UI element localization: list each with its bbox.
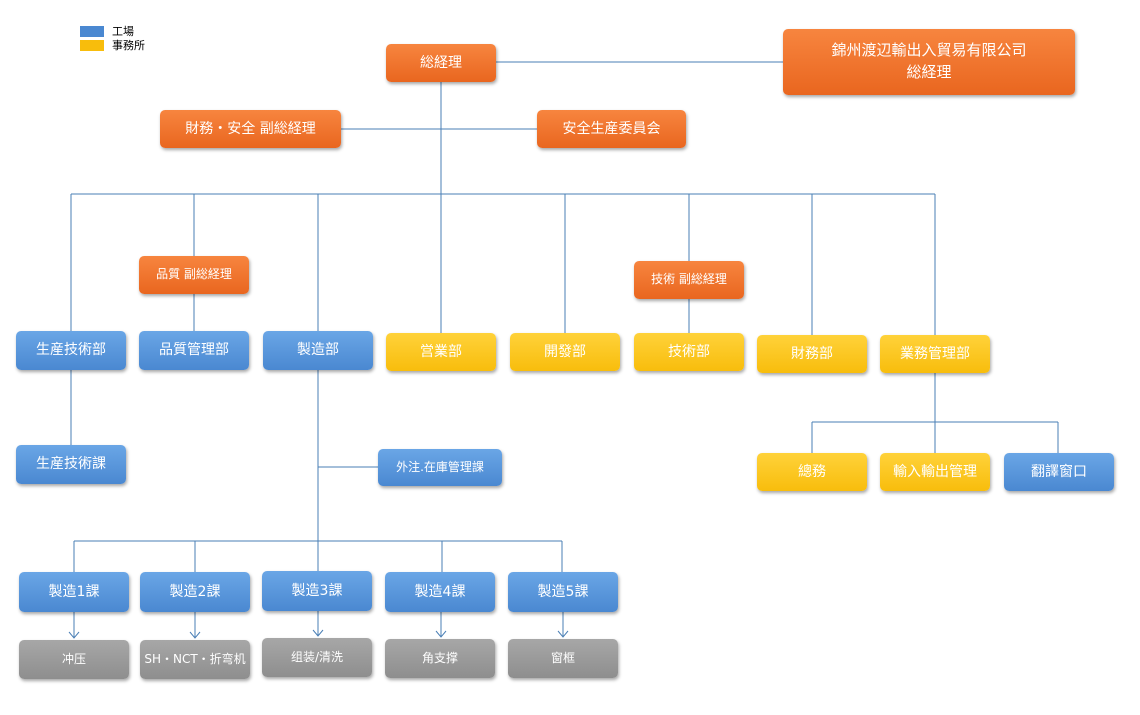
legend: 工場 事務所 <box>80 24 145 52</box>
node-manufacturing-section-2: 製造2課 <box>140 572 250 612</box>
node-manufacturing-section-5: 製造5課 <box>508 572 618 612</box>
legend-office-label: 事務所 <box>112 39 145 52</box>
legend-office-swatch <box>80 39 104 51</box>
node-general-affairs: 總務 <box>757 453 867 491</box>
node-trade-company-title: 総経理 <box>906 63 952 81</box>
legend-office: 事務所 <box>80 38 145 52</box>
node-process-stamping: 冲压 <box>19 640 129 679</box>
node-production-tech-dept: 生産技術部 <box>16 331 126 370</box>
node-outsourcing-inventory-section: 外注.在庫管理課 <box>378 449 502 486</box>
node-general-manager: 総経理 <box>386 44 496 82</box>
node-trade-company-name: 錦州渡辺輸出入貿易有限公司 <box>831 41 1027 60</box>
node-production-tech-section: 生産技術課 <box>16 445 126 484</box>
node-quality-mgmt-dept: 品質管理部 <box>139 331 249 370</box>
node-translation-desk: 翻譯窗口 <box>1004 453 1114 491</box>
node-finance-safety-vgm: 財務・安全 副総経理 <box>160 110 341 148</box>
node-process-corner-support: 角支撑 <box>385 639 495 678</box>
legend-factory-label: 工場 <box>112 25 134 38</box>
node-trade-company-gm: 錦州渡辺輸出入貿易有限公司 総経理 <box>783 29 1075 95</box>
node-quality-vgm: 品質 副総経理 <box>139 256 249 294</box>
node-manufacturing-dept: 製造部 <box>263 331 373 370</box>
node-finance-dept: 財務部 <box>757 335 867 373</box>
node-import-export-mgmt: 輸入輸出管理 <box>880 453 990 491</box>
node-manufacturing-section-4: 製造4課 <box>385 572 495 612</box>
node-manufacturing-section-3: 製造3課 <box>262 571 372 611</box>
node-process-sh-nct-bending: SH・NCT・折弯机 <box>140 640 250 679</box>
node-business-mgmt-dept: 業務管理部 <box>880 335 990 373</box>
node-manufacturing-section-1: 製造1課 <box>19 572 129 612</box>
legend-factory-swatch <box>80 25 104 37</box>
node-tech-vgm: 技術 副総経理 <box>634 261 744 299</box>
node-sales-dept: 営業部 <box>386 333 496 371</box>
node-safety-committee: 安全生産委員会 <box>537 110 686 148</box>
legend-factory: 工場 <box>80 24 145 38</box>
node-development-dept: 開發部 <box>510 333 620 371</box>
node-process-window-frame: 窗框 <box>508 639 618 678</box>
node-process-assembly-cleaning: 组装/清洗 <box>262 638 372 677</box>
node-tech-dept: 技術部 <box>634 333 744 371</box>
